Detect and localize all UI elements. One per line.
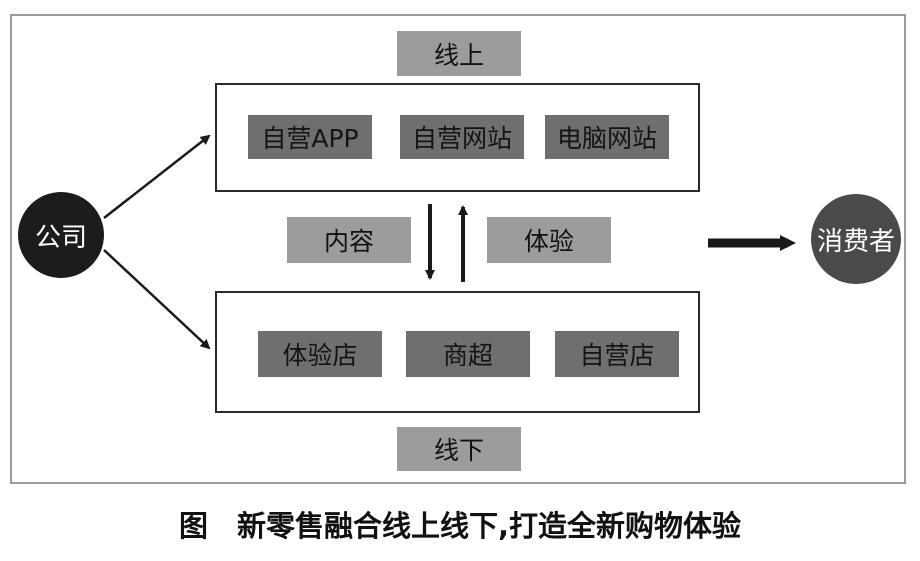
online-label: 线上 <box>397 31 521 76</box>
experience-label: 体验 <box>487 217 611 263</box>
offline-channel-own-store: 自营店 <box>555 331 679 377</box>
offline-channel-supermarket: 商超 <box>406 331 530 377</box>
offline-channel-experience-store: 体验店 <box>258 331 382 377</box>
online-channel-pc-website: 电脑网站 <box>545 115 669 159</box>
online-channel-website: 自营网站 <box>400 115 524 159</box>
figure-caption: 图 新零售融合线上线下,打造全新购物体验 <box>178 509 742 543</box>
online-channel-app: 自营APP <box>248 115 372 159</box>
company-circle: 公司 <box>18 192 104 278</box>
arrow-company-to-online <box>103 134 211 219</box>
arrow-company-to-offline <box>103 249 211 350</box>
consumer-circle: 消费者 <box>811 194 901 284</box>
offline-label: 线下 <box>397 427 521 471</box>
content-label: 内容 <box>287 217 411 263</box>
